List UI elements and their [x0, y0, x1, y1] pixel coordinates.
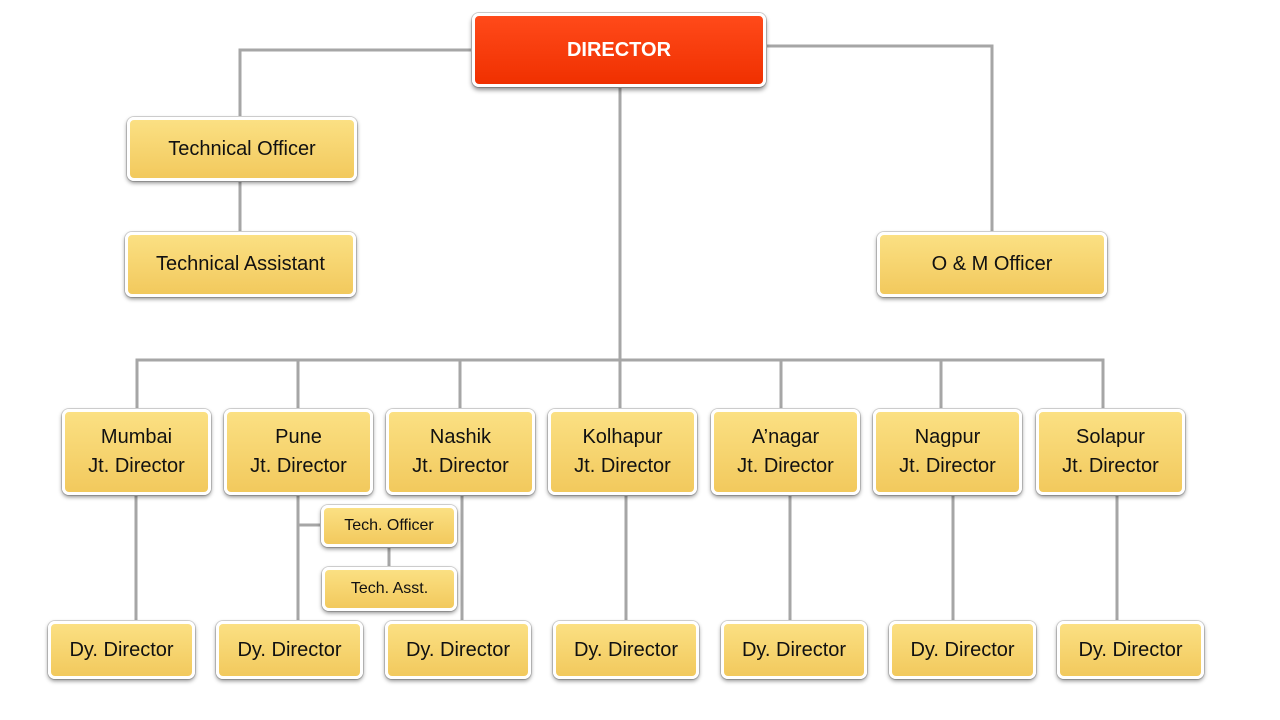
technical-officer-label: Technical Officer: [168, 137, 316, 160]
pune-tech-officer-label: Tech. Officer: [344, 517, 434, 534]
technical-assistant-label: Technical Assistant: [156, 253, 325, 275]
jt-director-mumbai[interactable]: Mumbai Jt. Director: [62, 409, 211, 495]
region-name: Nashik: [429, 426, 492, 448]
region-name: Nagpur: [914, 426, 981, 448]
om-officer-label: O & M Officer: [931, 253, 1053, 275]
dy-director-label: Dy. Director: [405, 638, 511, 661]
jt-director-anagar[interactable]: A’nagar Jt. Director: [711, 409, 860, 495]
jt-director-solapur[interactable]: Solapur Jt. Director: [1036, 409, 1185, 495]
jt-director-pune[interactable]: Pune Jt. Director: [224, 409, 373, 495]
jt-director-title: Jt. Director: [737, 455, 834, 477]
jt-director-kolhapur[interactable]: Kolhapur Jt. Director: [548, 409, 697, 495]
dy-director-nagpur[interactable]: Dy. Director: [889, 621, 1036, 679]
technical-assistant-box[interactable]: Technical Assistant: [125, 232, 356, 297]
dy-director-label: Dy. Director: [910, 638, 1015, 661]
region-name: Pune: [275, 426, 322, 448]
jt-director-title: Jt. Director: [250, 455, 347, 477]
pune-tech-asst-box[interactable]: Tech. Asst.: [322, 567, 457, 611]
jt-director-title: Jt. Director: [1062, 455, 1159, 477]
jt-director-nashik[interactable]: Nashik Jt. Director: [386, 409, 535, 495]
director-label: DIRECTOR: [566, 38, 672, 61]
dy-director-nashik[interactable]: Dy. Director: [385, 621, 531, 679]
dy-director-kolhapur[interactable]: Dy. Director: [553, 621, 699, 679]
om-officer-box[interactable]: O & M Officer: [877, 232, 1107, 297]
dy-director-solapur[interactable]: Dy. Director: [1057, 621, 1204, 679]
dy-director-label: Dy. Director: [741, 638, 847, 661]
jt-director-title: Jt. Director: [88, 455, 185, 477]
dy-director-anagar[interactable]: Dy. Director: [721, 621, 867, 679]
dy-director-label: Dy. Director: [237, 638, 342, 661]
region-name: Solapur: [1076, 426, 1145, 448]
region-name: Kolhapur: [582, 426, 663, 448]
dy-director-label: Dy. Director: [1078, 638, 1183, 661]
jt-director-title: Jt. Director: [574, 455, 671, 477]
jt-director-title: Jt. Director: [899, 455, 996, 477]
jt-director-title: Jt. Director: [412, 455, 509, 477]
dy-director-pune[interactable]: Dy. Director: [216, 621, 363, 679]
dy-director-mumbai[interactable]: Dy. Director: [48, 621, 195, 679]
pune-tech-asst-label: Tech. Asst.: [350, 580, 429, 597]
dy-director-label: Dy. Director: [573, 638, 679, 661]
dy-director-label: Dy. Director: [69, 638, 174, 661]
director-box[interactable]: DIRECTOR: [472, 13, 766, 87]
technical-officer-box[interactable]: Technical Officer: [127, 117, 357, 181]
pune-tech-officer-box[interactable]: Tech. Officer: [321, 505, 457, 547]
jt-director-nagpur[interactable]: Nagpur Jt. Director: [873, 409, 1022, 495]
region-name: Mumbai: [100, 426, 173, 448]
region-name: A’nagar: [751, 426, 820, 448]
